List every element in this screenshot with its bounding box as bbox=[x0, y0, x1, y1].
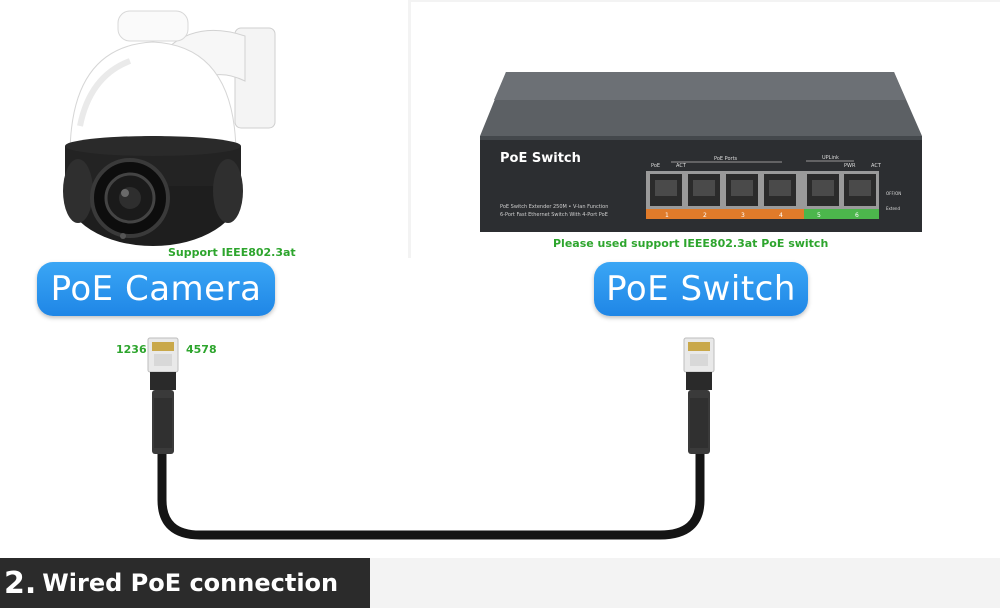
ptz-camera-illustration bbox=[63, 10, 276, 246]
section-number: 2. bbox=[4, 565, 37, 601]
ethernet-port-socket bbox=[769, 180, 791, 196]
switch-brand: PoE Switch bbox=[500, 151, 581, 166]
port-number-5: 5 bbox=[817, 212, 821, 219]
section-title-bar: 2. Wired PoE connection bbox=[0, 558, 370, 608]
switch-pwr-label: PWR bbox=[844, 163, 856, 169]
port-number-4: 4 bbox=[779, 212, 783, 219]
switch-offon-label: OFF/ON bbox=[886, 191, 901, 196]
ethernet-cable-illustration bbox=[147, 337, 715, 540]
switch-poe-ports-label: PoE Ports bbox=[714, 156, 738, 162]
ethernet-port-socket bbox=[812, 180, 834, 196]
port-number-1: 1 bbox=[665, 212, 669, 219]
ethernet-port-socket bbox=[693, 180, 715, 196]
cable-pins-left: 1236 bbox=[116, 343, 147, 356]
port-number-6: 6 bbox=[855, 212, 859, 219]
port-number-2: 2 bbox=[703, 212, 707, 219]
ethernet-port-socket bbox=[731, 180, 753, 196]
switch-act-label: ACT bbox=[676, 163, 687, 169]
section-title: Wired PoE connection bbox=[42, 569, 339, 597]
left-rj45-connector bbox=[147, 337, 179, 454]
poe-switch-illustration: PoE Switch PoE Switch Extender 250M • V-… bbox=[480, 72, 922, 232]
poe-camera-label: PoE Camera bbox=[37, 262, 275, 316]
port-number-3: 3 bbox=[741, 212, 745, 219]
uplink-ports-bar bbox=[804, 209, 879, 219]
switch-support-note: Please used support IEEE802.3at PoE swit… bbox=[553, 237, 829, 250]
switch-poe-label: PoE bbox=[651, 163, 660, 169]
camera-support-note: Support IEEE802.3at bbox=[168, 246, 296, 259]
poe-ports-bar bbox=[646, 209, 804, 219]
blank-box bbox=[303, 440, 551, 520]
switch-uplink-label: UPLink bbox=[822, 155, 839, 161]
switch-extend-label: Extend bbox=[886, 206, 900, 211]
switch-act2-label: ACT bbox=[871, 163, 882, 169]
cable-pins-right: 4578 bbox=[186, 343, 217, 356]
right-rj45-connector bbox=[683, 337, 715, 454]
ethernet-port-socket bbox=[655, 180, 677, 196]
switch-subtitle-2: 6-Port Fast Ethernet Switch With 4-Port … bbox=[500, 212, 608, 218]
poe-switch-label: PoE Switch bbox=[594, 262, 808, 316]
ethernet-port-socket bbox=[849, 180, 871, 196]
switch-subtitle-1: PoE Switch Extender 250M • V-lan Functio… bbox=[500, 204, 608, 210]
